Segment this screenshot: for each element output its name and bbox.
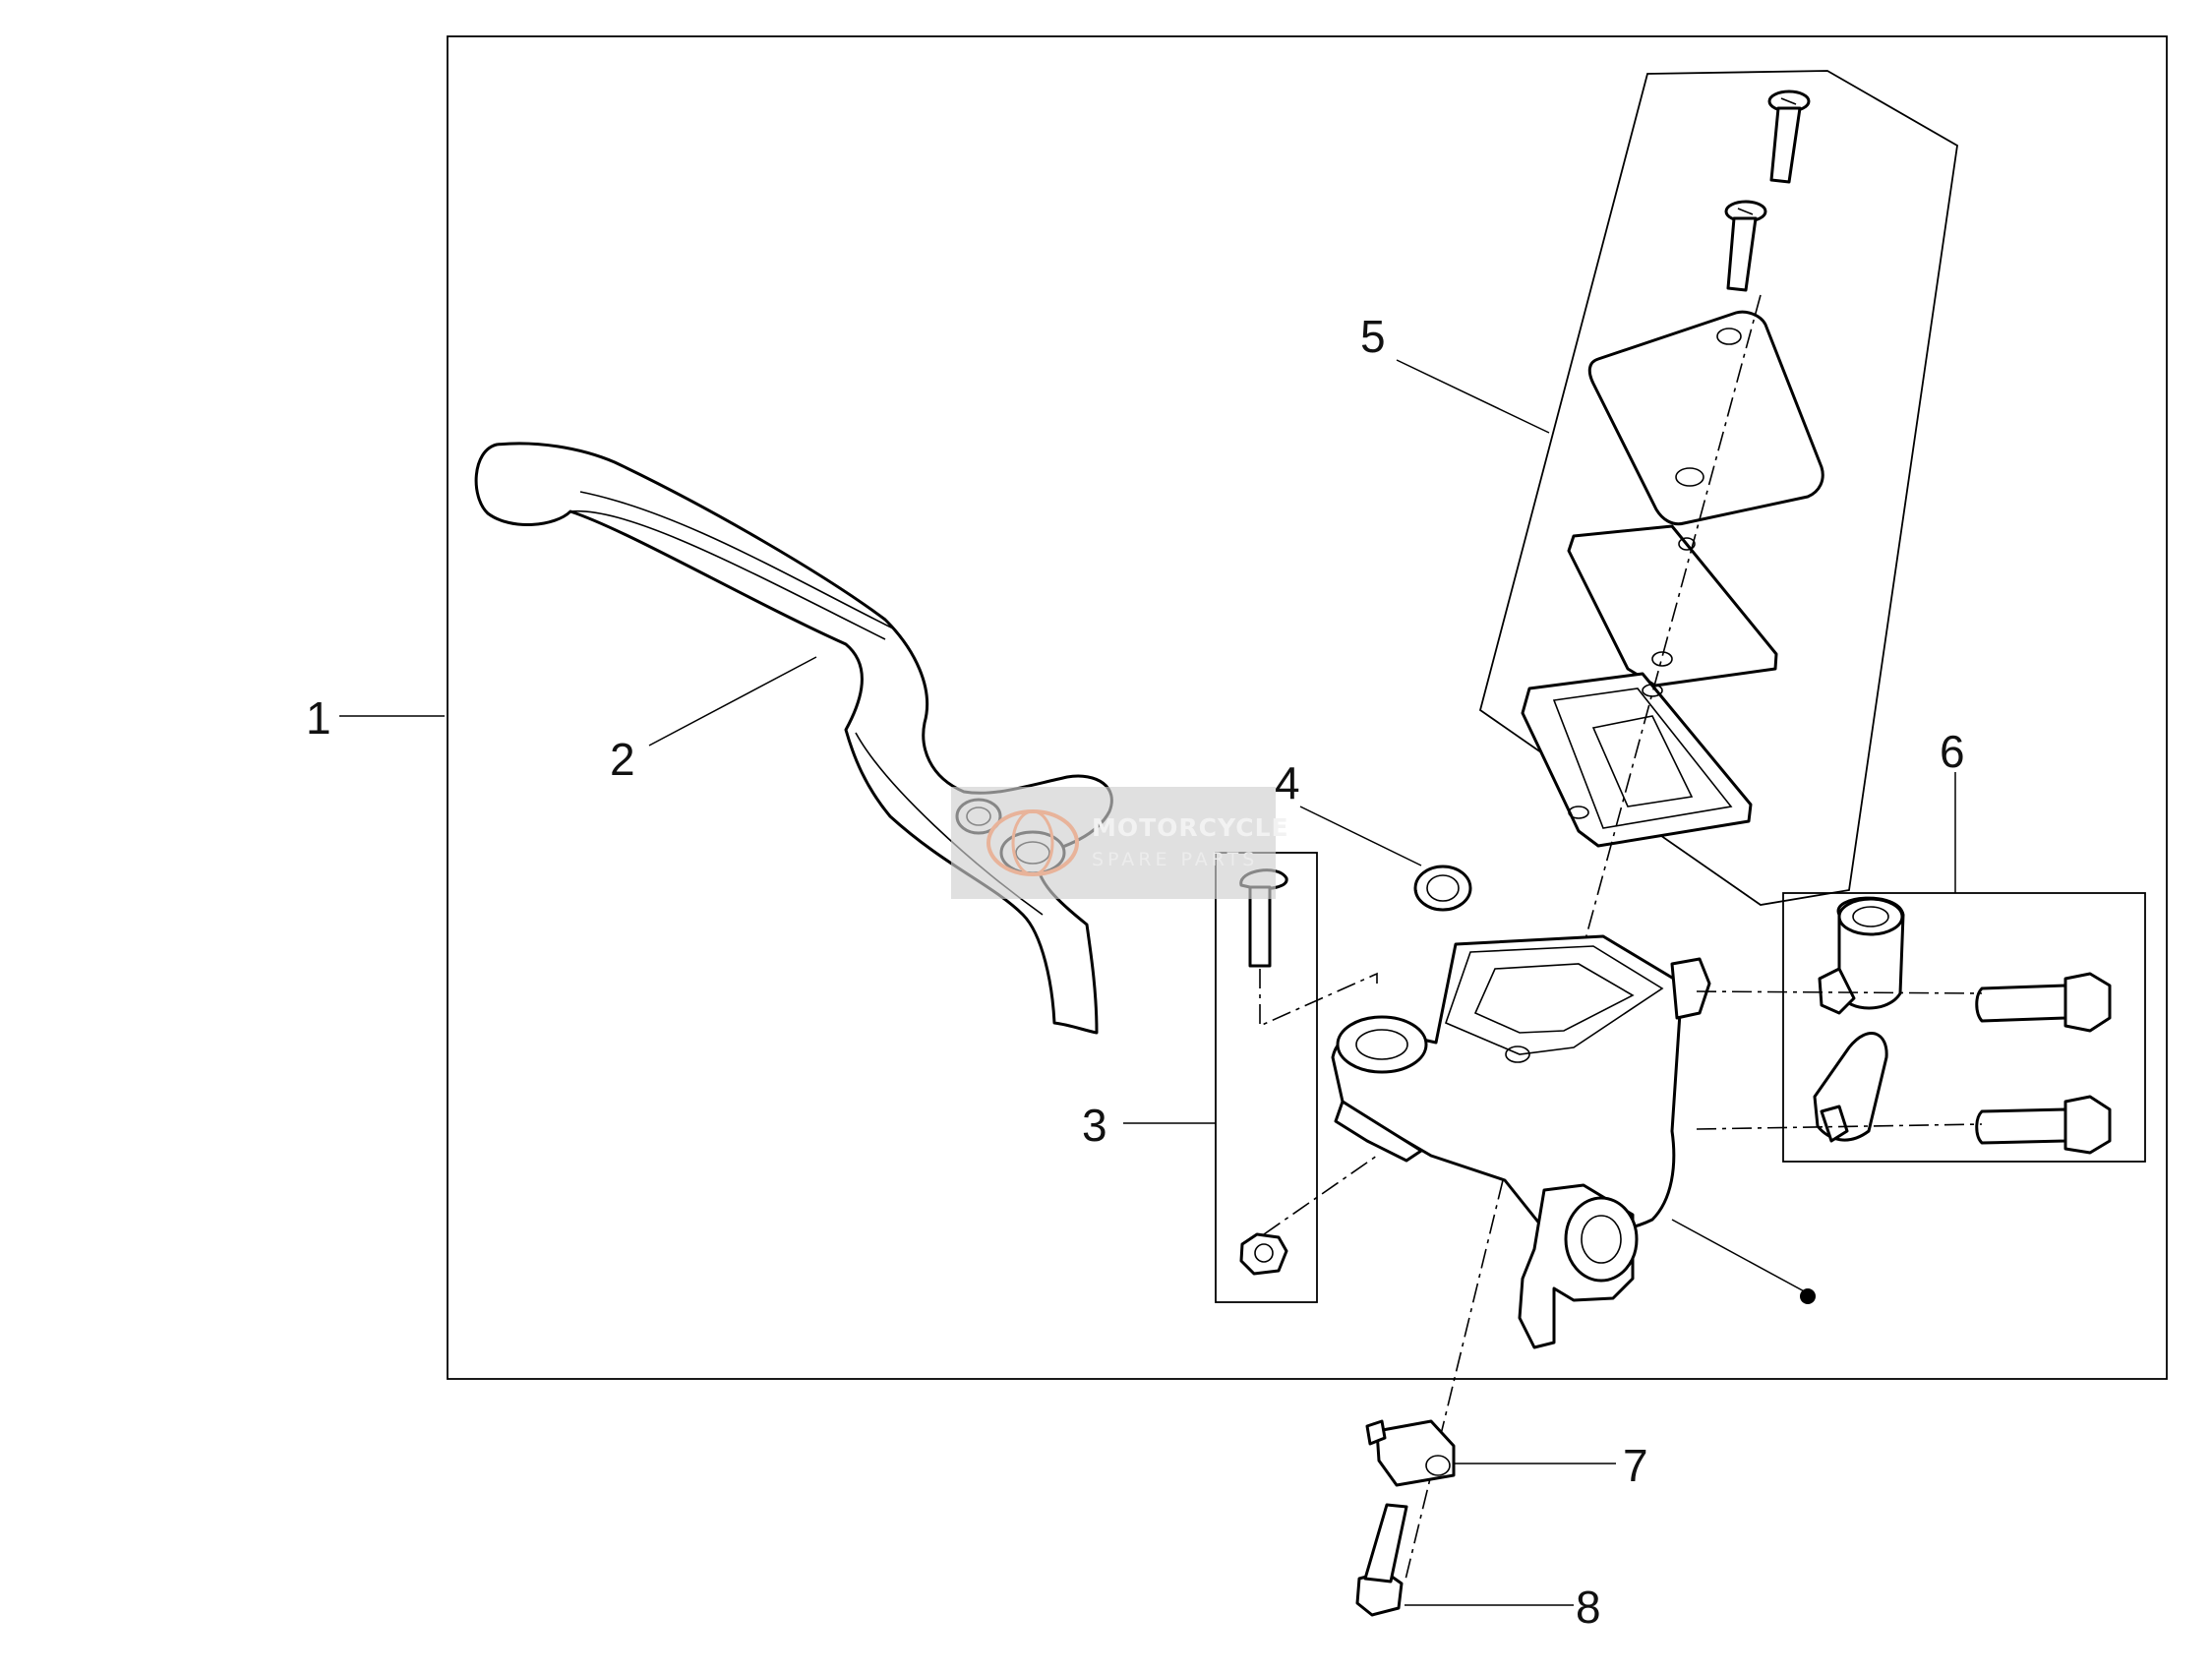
callout-5: 5 [1360,311,1386,362]
master-cylinder-body [1331,934,1816,1584]
watermark-subtitle: SPARE PARTS [1092,849,1258,870]
dot-marker [1800,1288,1816,1304]
callout-3: 3 [1082,1100,1107,1151]
callout-4: 4 [1275,757,1300,808]
assembly-frame [447,35,2168,1380]
callout-8: 8 [1576,1582,1601,1633]
callout-6: 6 [1940,726,1965,777]
reservoir-cover-kit [1478,70,1958,1063]
globe-icon [986,809,1079,876]
reservoir-plug [1413,865,1472,912]
watermark-badge: MOTORCYCLE SPARE PARTS [951,787,1289,899]
brake-lever [474,442,1113,1035]
watermark-title: MOTORCYCLE [1092,813,1289,842]
leader-lines [339,359,1956,1606]
handlebar-clamp-kit [1696,892,2146,1163]
callout-1: 1 [306,692,331,744]
brake-switch [1365,1419,1456,1487]
callout-2: 2 [610,734,635,785]
socket-screw [1355,1503,1408,1617]
callout-7: 7 [1623,1440,1648,1491]
